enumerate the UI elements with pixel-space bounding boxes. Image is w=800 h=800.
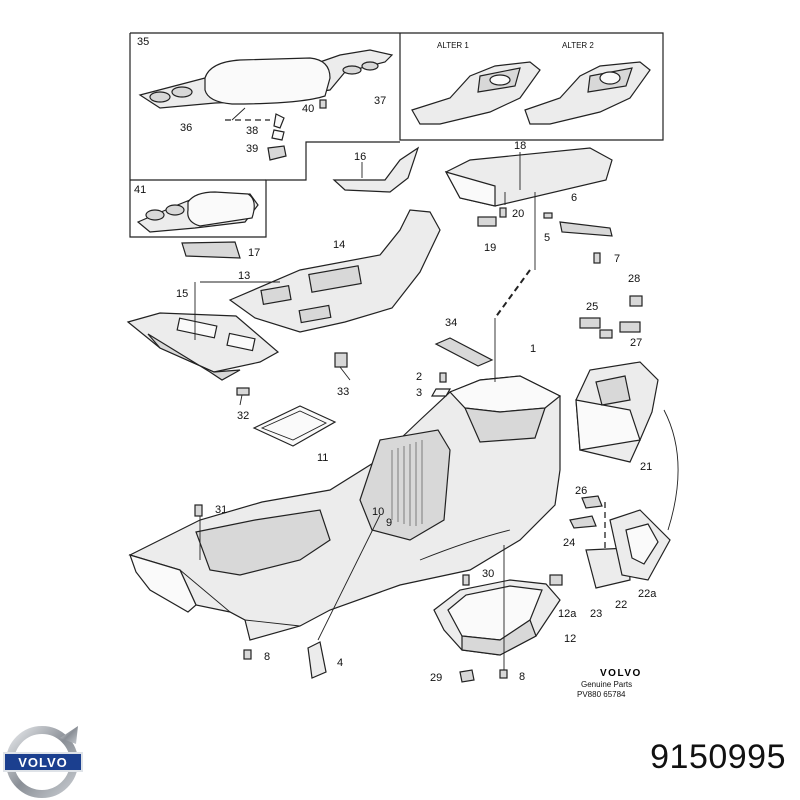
callout-30: 30 xyxy=(482,568,494,580)
callout-3: 3 xyxy=(416,387,422,399)
callout-32: 32 xyxy=(237,410,249,422)
callout-18: 18 xyxy=(514,140,526,152)
small-parts-34-2-3 xyxy=(430,337,494,397)
genuine-brand: VOLVO xyxy=(600,668,642,679)
small-parts-32-33-11 xyxy=(236,352,348,447)
callout-26: 26 xyxy=(575,485,587,497)
console-panel-15 xyxy=(126,312,280,381)
callout-8b: 8 xyxy=(519,671,525,683)
callout-17: 17 xyxy=(248,247,260,259)
callout-39: 39 xyxy=(246,143,258,155)
genuine-parts-block: VOLVO Genuine Parts PV880 65784 xyxy=(577,668,642,699)
callout-11: 11 xyxy=(317,452,328,464)
connector-lines xyxy=(194,192,536,670)
hinge-hardware xyxy=(477,192,613,264)
callout-23: 23 xyxy=(590,608,602,620)
center-console-body xyxy=(128,375,562,641)
alter-variants xyxy=(411,61,651,125)
callout-14: 14 xyxy=(333,239,345,251)
callout-31: 31 xyxy=(215,504,227,516)
storage-bin-21 xyxy=(575,295,679,531)
callout-37: 37 xyxy=(374,95,386,107)
callout-20: 20 xyxy=(512,208,524,220)
callout-16: 16 xyxy=(354,151,366,163)
callout-15: 15 xyxy=(176,288,188,300)
callout-6: 6 xyxy=(571,192,577,204)
callout-38: 38 xyxy=(246,125,258,137)
trim-17 xyxy=(181,241,241,259)
armrest-assembly-35 xyxy=(138,49,394,161)
callout-27: 27 xyxy=(630,337,642,349)
callout-10: 10 xyxy=(372,506,384,518)
logo-wordmark: VOLVO xyxy=(18,755,68,770)
callout-28: 28 xyxy=(628,273,640,285)
alter1-caption: ALTER 1 xyxy=(437,41,469,50)
callout-9: 9 xyxy=(386,517,392,529)
callout-21: 21 xyxy=(640,461,652,473)
inset-captions: ALTER 1 ALTER 2 xyxy=(437,41,594,50)
callout-29: 29 xyxy=(430,672,442,684)
callout-2: 2 xyxy=(416,371,422,383)
callout-5: 5 xyxy=(544,232,550,244)
console-top-14 xyxy=(228,209,441,333)
callout-24: 24 xyxy=(563,537,575,549)
tray-assembly-22 xyxy=(549,495,671,589)
callout-4: 4 xyxy=(337,657,343,669)
lower-tray-12 xyxy=(433,574,561,683)
part-number: 9150995 xyxy=(650,738,786,776)
genuine-line2: PV880 65784 xyxy=(577,690,626,699)
inset-frames xyxy=(129,32,664,238)
callout-34: 34 xyxy=(445,317,457,329)
callout-25: 25 xyxy=(586,301,598,313)
callout-40: 40 xyxy=(302,103,314,115)
callout-1: 1 xyxy=(530,343,536,355)
callout-19: 19 xyxy=(484,242,496,254)
alter2-caption: ALTER 2 xyxy=(562,41,594,50)
callout-41: 41 xyxy=(134,184,146,196)
armrest-lid-18 xyxy=(444,147,613,207)
armrest-variant-41 xyxy=(136,191,259,233)
callout-7: 7 xyxy=(614,253,620,265)
callout-labels: 35 36 37 38 39 40 41 18 16 17 14 13 15 2… xyxy=(134,36,657,684)
callout-35: 35 xyxy=(137,36,149,48)
callout-8a: 8 xyxy=(264,651,270,663)
callout-36: 36 xyxy=(180,122,192,134)
callout-12: 12 xyxy=(564,633,576,645)
callout-22a: 22a xyxy=(638,588,657,600)
callout-12a: 12a xyxy=(558,608,577,620)
callout-22: 22 xyxy=(615,599,627,611)
genuine-line1: Genuine Parts xyxy=(581,680,632,689)
callout-13: 13 xyxy=(238,270,250,282)
callout-33: 33 xyxy=(337,386,349,398)
trim-16 xyxy=(332,146,420,193)
misc-parts-4-8-31 xyxy=(194,504,381,679)
volvo-logo-icon: VOLVO xyxy=(3,726,83,798)
